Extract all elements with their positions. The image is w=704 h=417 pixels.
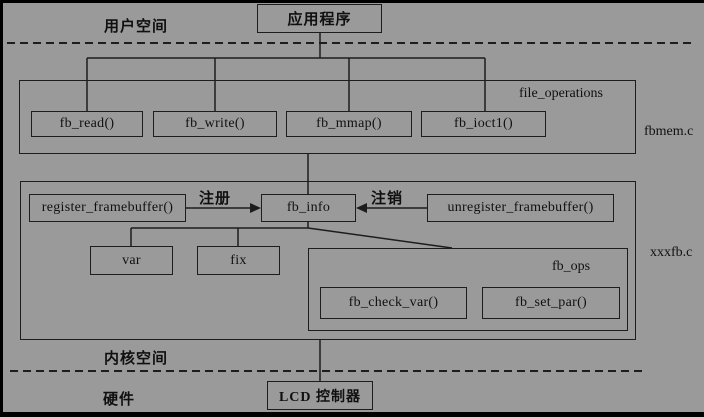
xxxfb-file-label: xxxfb.c	[650, 245, 693, 260]
node-application: 应用程序	[257, 4, 382, 33]
fb-ops-box	[308, 248, 628, 331]
node-var: var	[90, 246, 173, 275]
fbmem-file-label: fbmem.c	[644, 124, 694, 139]
fb-ops-label: fb_ops	[552, 259, 591, 274]
register-arrow-label: 注册	[199, 191, 232, 207]
node-register-framebuffer: register_framebuffer()	[29, 194, 186, 222]
node-lcd-controller: LCD 控制器	[267, 381, 373, 410]
node-fb-read: fb_read()	[31, 111, 143, 137]
scan-border-left	[0, 0, 3, 417]
node-unregister-framebuffer: unregister_framebuffer()	[427, 194, 614, 222]
node-fb-write: fb_write()	[153, 111, 277, 137]
node-fb-ioctl: fb_ioct1()	[421, 111, 546, 137]
node-fb-set-par: fb_set_par()	[482, 287, 620, 319]
unregister-arrowhead-icon	[356, 203, 367, 213]
node-fb-info: fb_info	[261, 194, 356, 222]
file-operations-label: file_operations	[519, 86, 603, 101]
node-fix: fix	[197, 246, 280, 275]
unregister-arrow-label: 注销	[371, 191, 404, 207]
node-fb-mmap: fb_mmap()	[286, 111, 412, 137]
scan-border-bottom	[0, 412, 704, 417]
hardware-label: 硬件	[103, 392, 136, 408]
kernel-space-label: 内核空间	[104, 351, 169, 367]
user-space-label: 用户空间	[104, 19, 169, 35]
node-fb-check-var: fb_check_var()	[320, 287, 467, 319]
register-arrowhead-icon	[250, 203, 261, 213]
scan-border-top	[0, 0, 704, 3]
file-operations-box	[19, 80, 636, 154]
xxxfb-box	[20, 181, 636, 340]
fbinfo-to-fbops-line	[307, 227, 453, 249]
